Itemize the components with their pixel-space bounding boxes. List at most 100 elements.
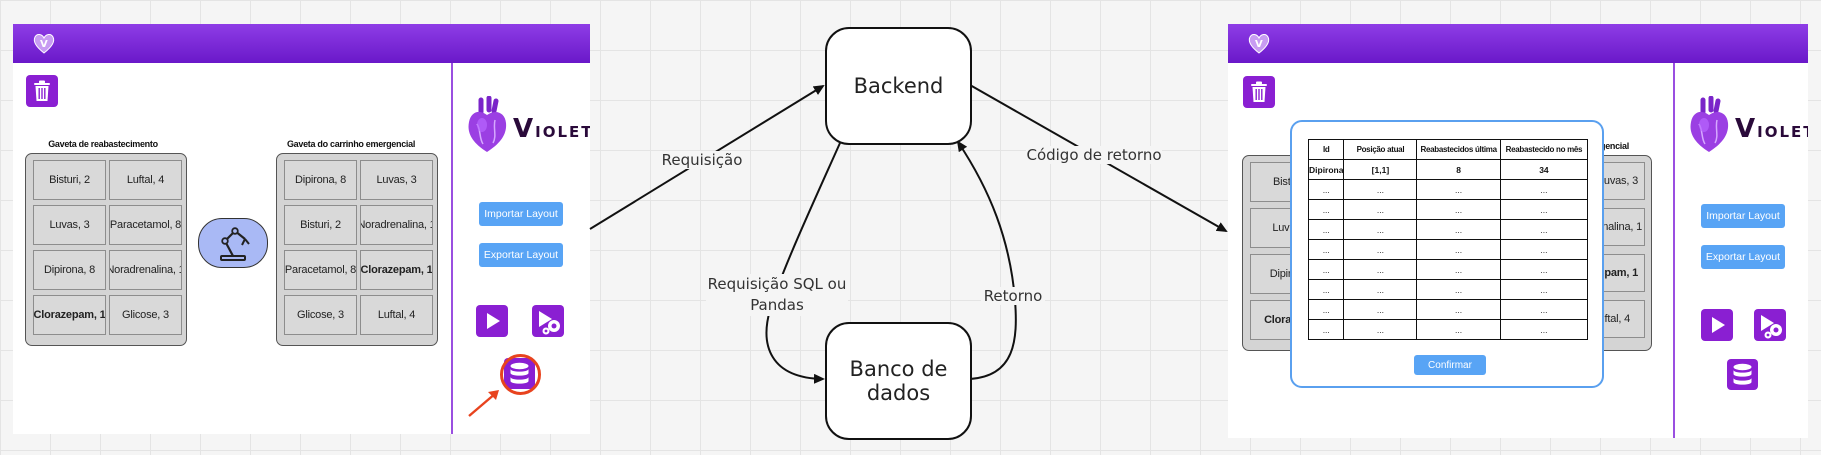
drawer-cell[interactable]: Paracetamol, 8 xyxy=(109,205,182,245)
pointer-arrow-icon xyxy=(468,390,499,417)
play-settings-icon xyxy=(539,311,560,335)
heart-logo-icon: V xyxy=(1248,34,1270,54)
database-button[interactable] xyxy=(1727,359,1758,390)
right-sidebar: VIOLETA Importar Layout Exportar Layout xyxy=(1673,63,1808,438)
edge-label-return: Retorno xyxy=(981,287,1045,305)
drawer-cell[interactable]: Clorazepam, 1 xyxy=(33,295,106,335)
drawer-cell[interactable]: Glicose, 3 xyxy=(109,295,182,335)
edge-label-return-code: Código de retorno xyxy=(1026,146,1162,164)
restock-drawer-title: Gaveta de reabastecimento xyxy=(48,139,158,149)
table-cell: ... xyxy=(1343,279,1418,300)
restock-report-modal: Id Posição atual Reabastecidos última Re… xyxy=(1290,120,1604,388)
table-header-row: Id Posição atual Reabastecidos última Re… xyxy=(1307,139,1589,160)
import-layout-button[interactable]: Importar Layout xyxy=(1701,204,1785,228)
table-cell: ... xyxy=(1499,219,1589,240)
anatomical-heart-logo-icon xyxy=(468,96,507,152)
drawer-cell[interactable]: Glicose, 3 xyxy=(284,295,357,335)
table-cell: ... xyxy=(1499,319,1589,340)
play-icon xyxy=(1712,317,1725,333)
right-app-screen: V Gav Bistur Luvas Dipiron Clorazep genc… xyxy=(1228,24,1808,438)
play-button[interactable] xyxy=(476,305,508,337)
cart-drawer-title: Gaveta do carrinho emergencial xyxy=(286,139,416,149)
table-cell: ... xyxy=(1343,299,1418,320)
table-cell: ... xyxy=(1307,259,1345,280)
svg-text:V: V xyxy=(1255,39,1263,50)
database-node-line2: dados xyxy=(866,381,931,405)
column-header: Posição atual xyxy=(1343,139,1418,160)
edge-label-sql: Requisição SQL ou Pandas xyxy=(706,274,848,316)
drawer-cell[interactable]: Luvas, 3 xyxy=(360,160,433,200)
table-cell: ... xyxy=(1499,299,1589,320)
drawer-cell[interactable]: Bisturi, 2 xyxy=(33,160,106,200)
table-cell: [1,1] xyxy=(1343,159,1418,180)
table-cell: ... xyxy=(1499,179,1589,200)
trash-button[interactable] xyxy=(26,75,58,107)
play-button[interactable] xyxy=(1701,309,1733,341)
table-row: ... ... ... ... xyxy=(1307,239,1589,260)
table-cell: ... xyxy=(1499,199,1589,220)
brand-wordmark: VIOLETA xyxy=(1735,114,1808,144)
left-app-screen: V Gaveta de reabastecimento Bisturi, 2 L… xyxy=(13,24,590,434)
play-settings-icon xyxy=(1761,315,1782,339)
robot-arm-button[interactable] xyxy=(198,218,268,268)
cart-drawer: Dipirona, 8 Luvas, 3 Bisturi, 2 Noradren… xyxy=(276,153,438,346)
column-header: Reabastecido no mês xyxy=(1499,139,1589,160)
table-cell: Dipirona xyxy=(1307,159,1345,180)
table-cell: ... xyxy=(1343,319,1418,340)
highlight-circle xyxy=(500,354,541,395)
drawer-cell[interactable]: Noradrenalina, 1 xyxy=(109,250,182,290)
table-cell: ... xyxy=(1343,239,1418,260)
left-top-bar: V xyxy=(13,24,590,63)
svg-text:V: V xyxy=(40,39,48,50)
drawer-cell[interactable]: Clorazepam, 1 xyxy=(360,250,433,290)
table-cell: 34 xyxy=(1499,159,1589,180)
table-cell: ... xyxy=(1307,319,1345,340)
table-cell: ... xyxy=(1416,319,1501,340)
drawer-cell[interactable]: Paracetamol, 8 xyxy=(284,250,357,290)
table-cell: ... xyxy=(1307,199,1345,220)
trash-button[interactable] xyxy=(1243,76,1275,108)
table-cell: ... xyxy=(1307,179,1345,200)
export-layout-button[interactable]: Exportar Layout xyxy=(479,243,563,267)
table-cell: ... xyxy=(1416,259,1501,280)
anatomical-heart-logo-icon xyxy=(1690,96,1729,152)
column-header: Id xyxy=(1307,139,1345,160)
drawer-cell[interactable]: Dipirona, 8 xyxy=(33,250,106,290)
table-row: ... ... ... ... xyxy=(1307,259,1589,280)
import-layout-button[interactable]: Importar Layout xyxy=(479,202,563,226)
drawer-cell[interactable]: Bisturi, 2 xyxy=(284,205,357,245)
table-cell: ... xyxy=(1416,199,1501,220)
table-cell: ... xyxy=(1499,279,1589,300)
drawer-cell[interactable]: Dipirona, 8 xyxy=(284,160,357,200)
play-settings-button[interactable] xyxy=(1754,309,1786,341)
confirm-button[interactable]: Confirmar xyxy=(1414,355,1486,375)
export-layout-button[interactable]: Exportar Layout xyxy=(1701,245,1785,269)
column-header: Reabastecidos última xyxy=(1416,139,1501,160)
table-row: ... ... ... ... xyxy=(1307,319,1589,340)
restock-report-table: Id Posição atual Reabastecidos última Re… xyxy=(1307,139,1589,340)
table-row: ... ... ... ... xyxy=(1307,279,1589,300)
restock-drawer: Bisturi, 2 Luftal, 4 Luvas, 3 Paracetamo… xyxy=(25,153,187,346)
table-cell: ... xyxy=(1343,219,1418,240)
drawer-cell[interactable]: Noradrenalina, 1 xyxy=(360,205,433,245)
database-node[interactable]: Banco de dados xyxy=(825,322,972,440)
drawer-cell[interactable]: Luvas, 3 xyxy=(33,205,106,245)
table-cell: ... xyxy=(1343,199,1418,220)
table-cell: ... xyxy=(1307,239,1345,260)
play-settings-button[interactable] xyxy=(532,305,564,337)
edge-label-request: Requisição xyxy=(660,151,744,169)
table-cell: ... xyxy=(1307,299,1345,320)
database-node-line1: Banco de xyxy=(849,357,948,381)
table-cell: ... xyxy=(1343,179,1418,200)
database-icon xyxy=(1733,363,1752,385)
table-cell: ... xyxy=(1416,219,1501,240)
drawer-cell[interactable]: Luftal, 4 xyxy=(360,295,433,335)
left-sidebar: VIOLETA Importar Layout Exportar Layout xyxy=(451,63,590,434)
table-cell: ... xyxy=(1416,239,1501,260)
brand-wordmark: VIOLETA xyxy=(513,114,590,144)
heart-logo-icon: V xyxy=(33,34,55,54)
backend-node[interactable]: Backend xyxy=(825,27,972,145)
drawer-cell[interactable]: Luftal, 4 xyxy=(109,160,182,200)
table-cell: ... xyxy=(1416,279,1501,300)
right-top-bar: V xyxy=(1228,24,1808,63)
